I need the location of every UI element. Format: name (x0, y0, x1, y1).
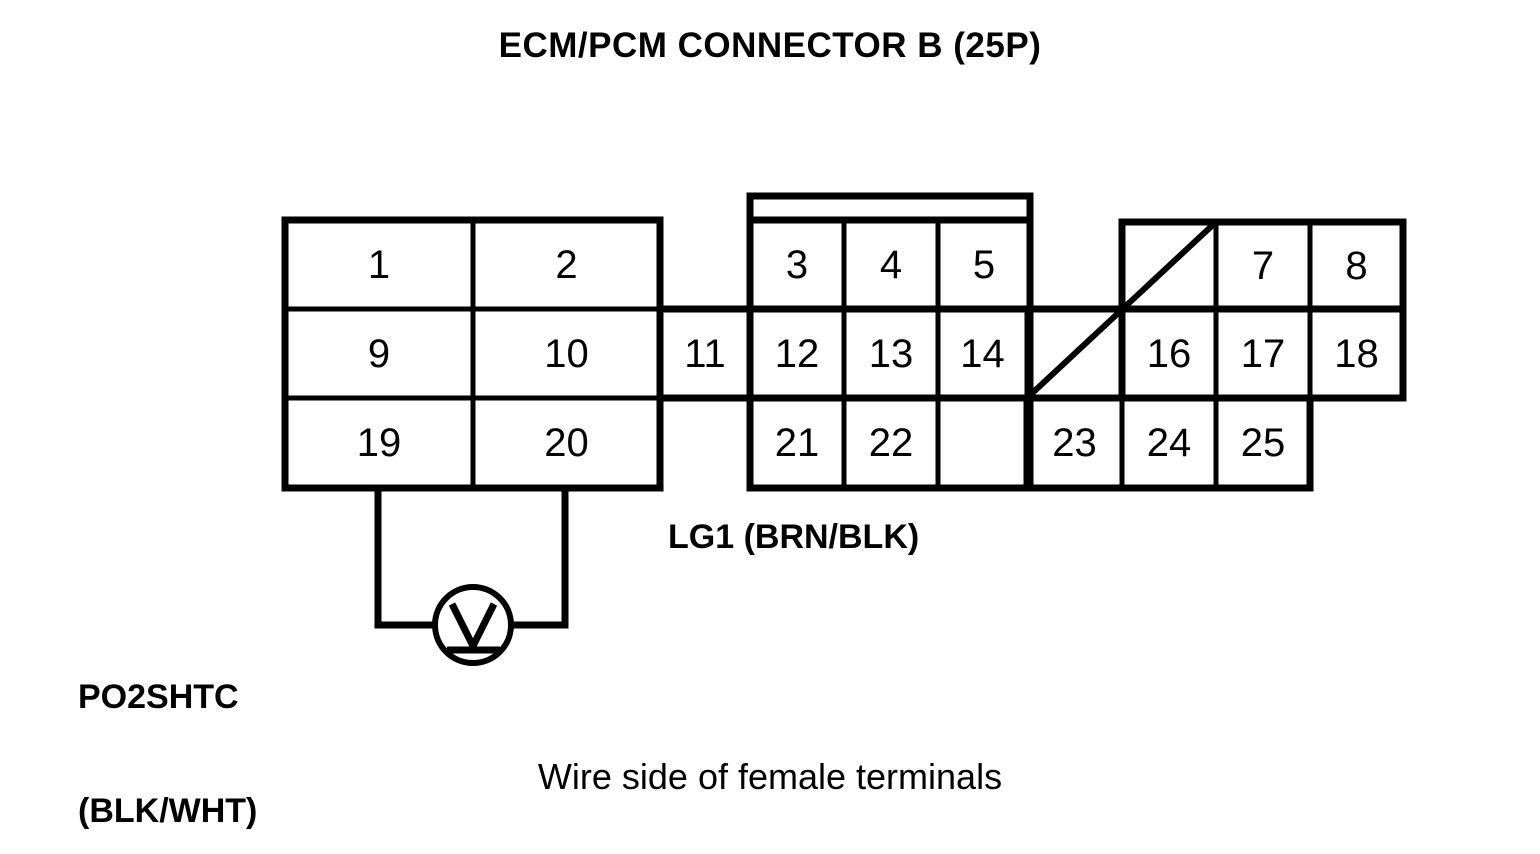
pin-cell-8: 8 (1345, 243, 1368, 288)
pin-cell-25: 25 (1240, 421, 1286, 465)
middle-block-tab (746, 192, 1034, 224)
wire-label-po2shtc: PO2SHTC (BLK/WHT) (78, 602, 257, 854)
pin-cell-1: 1 (367, 242, 391, 287)
pin-cell-7: 7 (1251, 243, 1275, 288)
wire-label-lg1: LG1 (BRN/BLK) (668, 518, 920, 556)
pin-cell-2: 2 (555, 242, 578, 287)
pin-cell-19: 19 (356, 421, 402, 465)
pin-cell-16: 16 (1146, 331, 1192, 376)
pin-cell-23: 23 (1052, 421, 1097, 465)
pin-cell-10: 10 (544, 331, 589, 376)
pin-cell-4: 4 (879, 242, 903, 287)
diagram-caption: Wire side of female terminals (537, 756, 1003, 797)
pin-cell-24: 24 (1146, 421, 1192, 465)
pin-cell-17: 17 (1240, 331, 1286, 376)
page-title: ECM/PCM CONNECTOR B (25P) (498, 26, 1042, 65)
voltmeter-v-glyph (448, 602, 498, 654)
pin-cell-21: 21 (774, 421, 820, 465)
voltmeter-symbol (432, 584, 514, 666)
pin-cell-14: 14 (960, 331, 1005, 376)
pin-cell-5: 5 (972, 242, 996, 287)
pin-cell-11: 11 (684, 331, 726, 376)
blank-position-slash (1024, 219, 1219, 401)
wire-label-po2shtc-line2: (BLK/WHT) (78, 792, 258, 831)
pin-cell-15-blank (1027, 309, 1122, 398)
pin-cell-9: 9 (367, 331, 391, 376)
pin-cell-3: 3 (785, 242, 809, 287)
pin-cell-13: 13 (868, 331, 914, 376)
pin-cell-20: 20 (544, 421, 589, 465)
wire-label-po2shtc-line1: PO2SHTC (78, 678, 239, 717)
pin-cell-12: 12 (774, 331, 820, 376)
pin-cell-18: 18 (1334, 331, 1379, 376)
pin-cell-22: 22 (868, 421, 914, 465)
pin-cell-6-blank (1122, 222, 1216, 309)
